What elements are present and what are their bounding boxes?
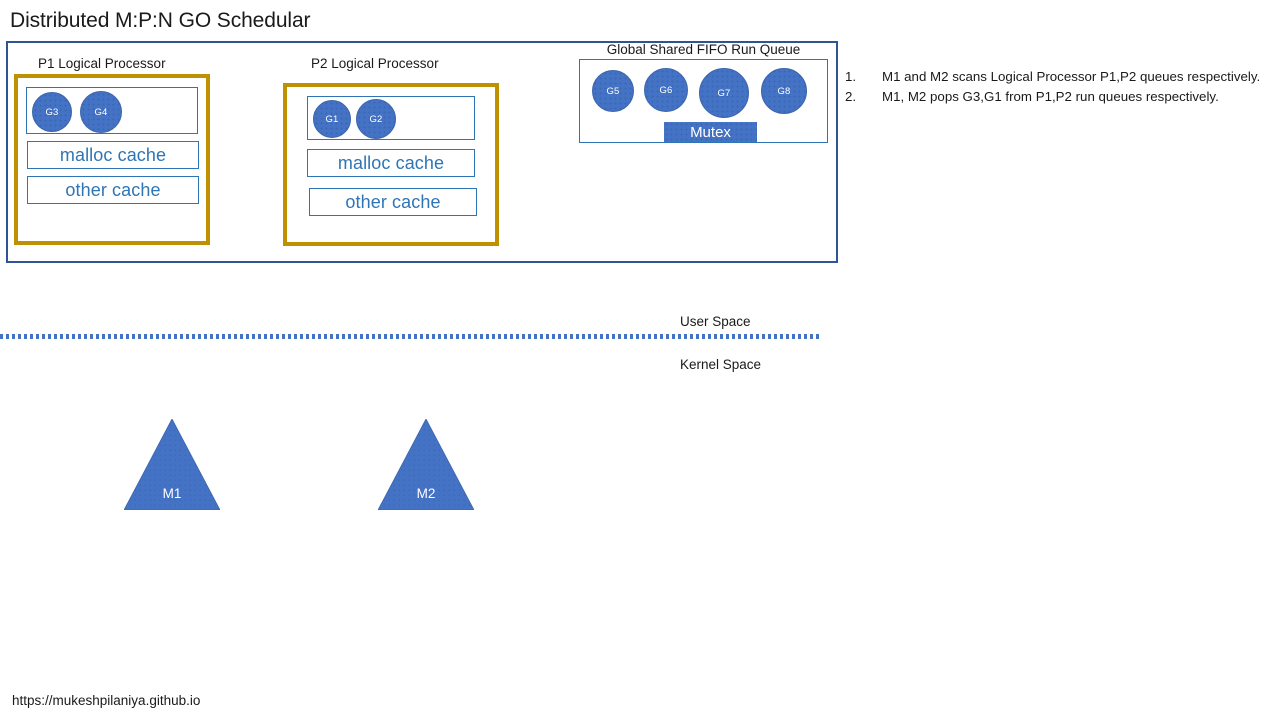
kernel-space-label: Kernel Space <box>680 357 762 372</box>
note-text: M1, M2 pops G3,G1 from P1,P2 run queues … <box>882 88 1219 104</box>
goroutine-circle[interactable]: G4 <box>80 91 122 133</box>
p2-malloc-cache[interactable]: malloc cache <box>307 149 475 177</box>
footer-url[interactable]: https://mukeshpilaniya.github.io <box>12 693 201 708</box>
global-run-queue-label: Global Shared FIFO Run Queue <box>606 42 801 57</box>
user-kernel-space-divider <box>0 334 822 339</box>
logical-processor-p2-label: P2 Logical Processor <box>311 56 439 71</box>
p1-processor-box: G3 G4 malloc cache other cache <box>14 74 210 245</box>
goroutine-circle[interactable]: G1 <box>313 100 351 138</box>
p2-local-run-queue: G1 G2 <box>307 96 475 140</box>
triangle-shape <box>124 419 220 510</box>
p1-malloc-cache[interactable]: malloc cache <box>27 141 199 169</box>
machine-m2-label: M2 <box>416 486 436 501</box>
machine-m2[interactable]: M2 <box>378 419 474 510</box>
note-text: M1 and M2 scans Logical Processor P1,P2 … <box>882 69 1261 84</box>
user-space-container: P1 Logical Processor G3 G4 malloc cache … <box>6 41 838 263</box>
p1-other-cache[interactable]: other cache <box>27 176 199 204</box>
machine-m1-label: M1 <box>162 486 182 501</box>
logical-processor-p1-label: P1 Logical Processor <box>38 56 166 71</box>
goroutine-circle[interactable]: G5 <box>592 70 634 112</box>
p1-local-run-queue: G3 G4 <box>26 87 198 134</box>
user-space-label: User Space <box>680 314 751 329</box>
p2-other-cache[interactable]: other cache <box>309 188 477 216</box>
note-item: 2. M1, M2 pops G3,G1 from P1,P2 run queu… <box>845 88 1270 107</box>
goroutine-circle[interactable]: G3 <box>32 92 72 132</box>
machine-m1[interactable]: M1 <box>124 419 220 510</box>
logical-processor-p1: P1 Logical Processor G3 G4 malloc cache … <box>8 43 218 253</box>
logical-processor-p2: P2 Logical Processor G1 G2 malloc cache … <box>277 43 499 253</box>
p2-processor-box: G1 G2 malloc cache other cache <box>283 83 499 246</box>
global-run-queue-group: Global Shared FIFO Run Queue G5 G6 G7 G8… <box>579 41 828 146</box>
note-number: 2. <box>845 88 857 104</box>
global-run-queue-box: G5 G6 G7 G8 Mutex <box>579 59 828 143</box>
goroutine-circle[interactable]: G6 <box>644 68 688 112</box>
goroutine-circle[interactable]: G2 <box>356 99 396 139</box>
notes-list: 1. M1 and M2 scans Logical Processor P1,… <box>845 68 1270 107</box>
page-title: Distributed M:P:N GO Schedular <box>10 9 311 32</box>
triangle-shape <box>378 419 474 510</box>
goroutine-circle[interactable]: G7 <box>699 68 749 118</box>
goroutine-circle[interactable]: G8 <box>761 68 807 114</box>
note-item: 1. M1 and M2 scans Logical Processor P1,… <box>845 68 1270 87</box>
note-number: 1. <box>845 69 857 84</box>
mutex-bar[interactable]: Mutex <box>664 122 757 142</box>
